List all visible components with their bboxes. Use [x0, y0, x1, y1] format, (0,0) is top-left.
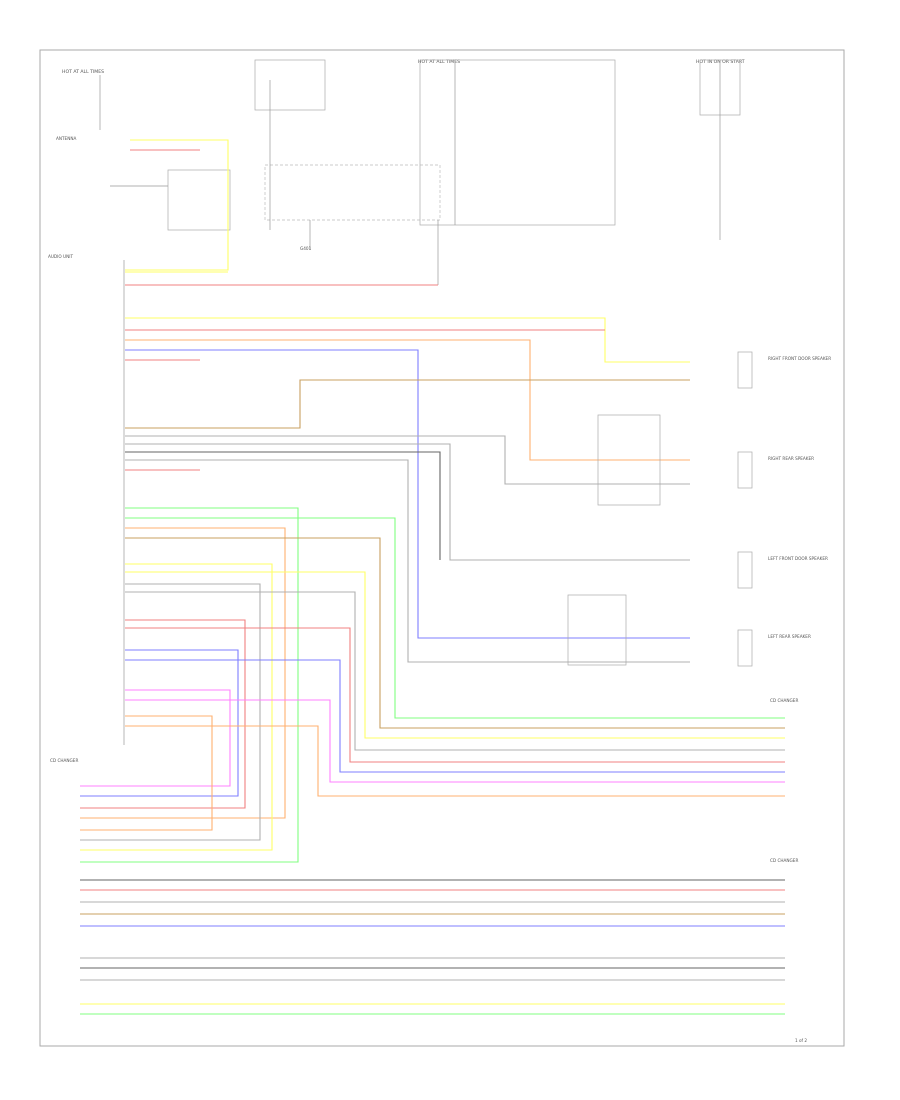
right-rear-speaker-symbol: [737, 451, 753, 489]
fuse-box-center: [419, 59, 616, 226]
label-ground: G401: [300, 246, 312, 251]
label-left-front-door-speaker: LEFT FRONT DOOR SPEAKER: [768, 556, 828, 561]
connector-box-2: [567, 594, 627, 666]
label-hot-at-all-times-1: HOT AT ALL TIMES: [62, 69, 104, 75]
left-front-speaker-symbol: [737, 551, 753, 589]
label-cd-changer-right: CD CHANGER: [770, 858, 798, 863]
label-hot-at-all-times-2: HOT AT ALL TIMES: [418, 59, 460, 65]
label-radio-unit: AUDIO UNIT: [48, 254, 73, 259]
label-right-front-door-speaker: RIGHT FRONT DOOR SPEAKER: [768, 356, 831, 361]
label-cd-changer-lower: CD CHANGER: [50, 758, 78, 763]
label-antenna: ANTENNA: [56, 136, 76, 141]
label-hot-in-on-or-start: HOT IN ON OR START: [696, 59, 745, 65]
label-page-number: 1 of 2: [795, 1038, 807, 1043]
label-left-rear-speaker: LEFT REAR SPEAKER: [768, 634, 811, 639]
left-rear-speaker-symbol: [737, 629, 753, 667]
right-front-speaker-symbol: [737, 351, 753, 389]
label-right-rear-speaker: RIGHT REAR SPEAKER: [768, 456, 814, 461]
diagram-frame: [39, 49, 845, 1047]
antenna-amp-box: [167, 169, 231, 231]
fuse-box-left: [254, 59, 326, 111]
relay-box: [264, 164, 441, 221]
label-cd-changer: CD CHANGER: [770, 698, 798, 703]
connector-box-1: [597, 414, 661, 506]
